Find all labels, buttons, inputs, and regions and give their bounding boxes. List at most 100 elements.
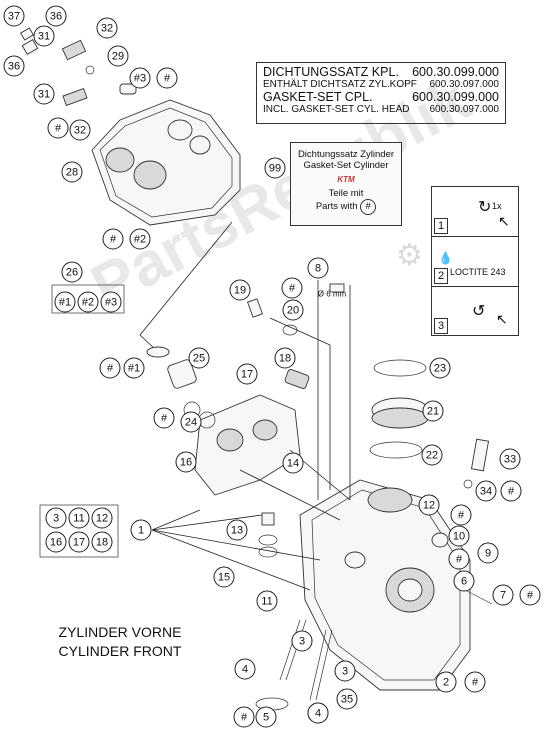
callout-2[interactable]: 2 — [435, 671, 457, 693]
callout-hash2[interactable]: #2 — [129, 228, 151, 250]
callout-15[interactable]: 15 — [213, 566, 235, 588]
callout-5[interactable]: 5 — [255, 706, 277, 728]
callout-label: 25 — [193, 353, 205, 365]
callout-label: 7 — [500, 590, 506, 602]
callout-6[interactable]: 6 — [453, 570, 475, 592]
callout-26[interactable]: 26 — [61, 261, 83, 283]
callout-22[interactable]: 22 — [421, 444, 443, 466]
callout-17[interactable]: 17 — [236, 363, 258, 385]
callout-31[interactable]: 31 — [33, 83, 55, 105]
valve-cover — [91, 99, 241, 226]
callout-37[interactable]: 37 — [3, 5, 25, 27]
callout-hash[interactable]: # — [500, 480, 522, 502]
callout-hash3[interactable]: #3 — [129, 67, 151, 89]
callout-label: 13 — [231, 525, 243, 537]
callout-36[interactable]: 36 — [3, 55, 25, 77]
callout-label: 6 — [461, 576, 467, 588]
callout-hash[interactable]: # — [464, 671, 486, 693]
svg-text:12: 12 — [96, 513, 108, 525]
callout-hash3[interactable]: #3 — [100, 291, 122, 313]
callout-14[interactable]: 14 — [282, 452, 304, 474]
callout-99[interactable]: 99 — [264, 157, 286, 179]
kit-line3: Teile mit — [328, 188, 364, 199]
callout-32[interactable]: 32 — [69, 119, 91, 141]
callout-9[interactable]: 9 — [477, 542, 499, 564]
gasket-line2-code: 600.30.097.000 — [429, 79, 499, 90]
callout-label: 29 — [112, 51, 124, 63]
callout-25[interactable]: 25 — [188, 347, 210, 369]
callout-8[interactable]: 8 — [307, 257, 329, 279]
callout-28[interactable]: 28 — [61, 161, 83, 183]
gasket-line1-code: 600.30.099.000 — [412, 65, 499, 79]
group-callout-12[interactable]: 12 — [91, 507, 113, 529]
callout-29[interactable]: 29 — [107, 45, 129, 67]
callout-hash[interactable]: # — [233, 706, 255, 728]
svg-text:11: 11 — [73, 513, 84, 525]
callout-20[interactable]: 20 — [282, 299, 304, 321]
group-callout-3[interactable]: 3 — [45, 507, 67, 529]
callout-16[interactable]: 16 — [175, 451, 197, 473]
callout-label: 32 — [101, 23, 113, 35]
callout-13[interactable]: 13 — [226, 519, 248, 541]
kit-hash-callout[interactable]: # — [360, 199, 377, 215]
callout-31[interactable]: 31 — [33, 25, 55, 47]
kit-line4: Parts with # — [291, 199, 401, 215]
callout-11[interactable]: 11 — [256, 590, 278, 612]
callout-19[interactable]: 19 — [229, 279, 251, 301]
callout-35[interactable]: 35 — [336, 688, 358, 710]
step-2-panel: 2 LOCTITE 243 💧 — [432, 237, 518, 287]
kit-line1: Dichtungssatz Zylinder — [297, 149, 395, 160]
callout-36[interactable]: 36 — [45, 5, 67, 27]
callout-label: 36 — [50, 11, 62, 23]
callout-24[interactable]: 24 — [180, 411, 202, 433]
cylinder-label-de: ZYLINDER VORNE — [58, 624, 182, 640]
cylinder-head — [299, 479, 471, 691]
callout-3[interactable]: 3 — [334, 660, 356, 682]
gasket-line3-code: 600.30.099.000 — [412, 90, 499, 104]
callout-label: # — [458, 510, 465, 522]
callout-hash[interactable]: # — [448, 548, 470, 570]
callout-hash[interactable]: # — [450, 504, 472, 526]
callout-7[interactable]: 7 — [492, 584, 514, 606]
callout-12[interactable]: 12 — [418, 494, 440, 516]
callout-4[interactable]: 4 — [307, 702, 329, 724]
callout-label: 19 — [234, 285, 246, 297]
group-callout-11[interactable]: 11 — [68, 507, 90, 529]
callout-label: 2 — [443, 677, 449, 689]
callout-3[interactable]: 3 — [291, 630, 313, 652]
callout-34[interactable]: 34 — [475, 480, 497, 502]
group-callout-17[interactable]: 17 — [68, 531, 90, 553]
callout-hash[interactable]: # — [153, 407, 175, 429]
cylinder-front-label: ZYLINDER VORNE CYLINDER FRONT — [40, 623, 200, 661]
callout-32[interactable]: 32 — [96, 17, 118, 39]
callout-1[interactable]: 1 — [130, 519, 152, 541]
step-1-number: 1 — [434, 218, 448, 234]
callout-label: # — [456, 554, 463, 566]
callout-33[interactable]: 33 — [499, 448, 521, 470]
callout-label: 32 — [74, 125, 86, 137]
callout-label: 16 — [180, 457, 192, 469]
callout-hash2[interactable]: #2 — [77, 291, 99, 313]
arrow-icon: ↖ — [496, 311, 508, 327]
group-callout-18[interactable]: 18 — [91, 531, 113, 553]
callout-hash[interactable]: # — [281, 277, 303, 299]
callout-hash[interactable]: # — [47, 117, 69, 139]
callout-hash[interactable]: # — [99, 357, 121, 379]
clamp-rings — [369, 359, 490, 489]
callout-label: 18 — [279, 353, 291, 365]
callout-hash[interactable]: # — [519, 584, 541, 606]
group-callout-16[interactable]: 16 — [45, 531, 67, 553]
callout-label: #3 — [105, 297, 117, 309]
callout-hash1[interactable]: #1 — [123, 357, 145, 379]
callout-10[interactable]: 10 — [448, 525, 470, 547]
callout-hash[interactable]: # — [102, 228, 124, 250]
callout-4[interactable]: 4 — [234, 658, 256, 680]
callout-21[interactable]: 21 — [422, 400, 444, 422]
callout-23[interactable]: 23 — [429, 357, 451, 379]
callout-hash[interactable]: # — [156, 67, 178, 89]
callout-label: 33 — [504, 454, 516, 466]
callout-18[interactable]: 18 — [274, 347, 296, 369]
callout-hash1[interactable]: #1 — [54, 291, 76, 313]
callout-label: 9 — [485, 548, 491, 560]
